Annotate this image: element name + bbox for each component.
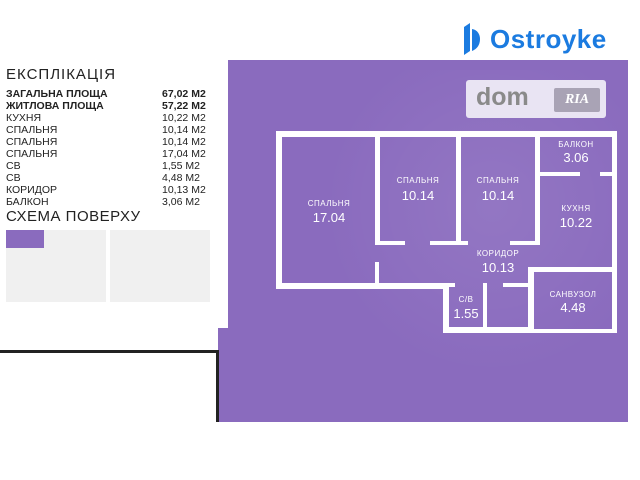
room-area-bedroom-2: 10.14 <box>401 188 435 203</box>
legend-row: КУХНЯ 10,22 М2 <box>6 112 206 124</box>
room-area-balcony: 3.06 <box>563 150 589 165</box>
notch-border <box>216 352 219 422</box>
floor-scheme <box>6 230 210 302</box>
legend-row: БАЛКОН 3,06 М2 <box>6 196 200 208</box>
legend-row: СВ 4,48 М2 <box>6 172 200 184</box>
room-label-kitchen: КУХНЯ <box>561 204 591 213</box>
domria-watermark: dom RIA <box>466 80 606 118</box>
room-label-wc: С/В <box>458 295 474 304</box>
room-label-bathroom: САНВУЗОЛ <box>549 290 597 299</box>
ostroyke-logo-icon <box>464 23 480 55</box>
brand-name: Ostroyke <box>490 23 607 54</box>
brand-logo: Ostroyke <box>458 18 607 60</box>
legend-notch <box>0 328 218 422</box>
watermark-dom: dom <box>476 83 529 111</box>
scheme-title: СХЕМА ПОВЕРХУ <box>6 208 141 225</box>
room-area-wc: 1.55 <box>453 306 479 321</box>
room-label-balcony: БАЛКОН <box>558 140 594 149</box>
watermark-ria: RIA <box>554 88 600 112</box>
notch-border <box>0 350 219 353</box>
room-area-bathroom: 4.48 <box>560 300 586 315</box>
legend-panel: ЕКСПЛІКАЦІЯ ЗАГАЛЬНА ПЛОЩА 67,02 М2 ЖИТЛ… <box>0 60 228 328</box>
scheme-highlight <box>6 230 44 248</box>
legend-row: КОРИДОР 10,13 М2 <box>6 184 206 196</box>
legend-row: ЖИТЛОВА ПЛОЩА 57,22 М2 <box>6 100 206 112</box>
room-area-corridor: 10.13 <box>481 260 515 275</box>
room-area-kitchen: 10.22 <box>559 215 593 230</box>
legend-row: СПАЛЬНЯ 17,04 М2 <box>6 148 206 160</box>
legend-row: СПАЛЬНЯ 10,14 М2 <box>6 136 206 148</box>
room-label-bedroom-2: СПАЛЬНЯ <box>396 176 440 185</box>
room-area-bedroom-3: 10.14 <box>481 188 515 203</box>
legend-title: ЕКСПЛІКАЦІЯ <box>6 66 117 83</box>
legend-row: СВ 1,55 М2 <box>6 160 200 172</box>
room-area-bedroom-large: 17.04 <box>312 210 346 225</box>
legend-row: СПАЛЬНЯ 10,14 М2 <box>6 124 206 136</box>
room-label-bedroom-large: СПАЛЬНЯ <box>307 199 351 208</box>
legend-row: ЗАГАЛЬНА ПЛОЩА 67,02 М2 <box>6 88 206 100</box>
room-label-corridor: КОРИДОР <box>476 249 520 258</box>
room-label-bedroom-3: СПАЛЬНЯ <box>476 176 520 185</box>
